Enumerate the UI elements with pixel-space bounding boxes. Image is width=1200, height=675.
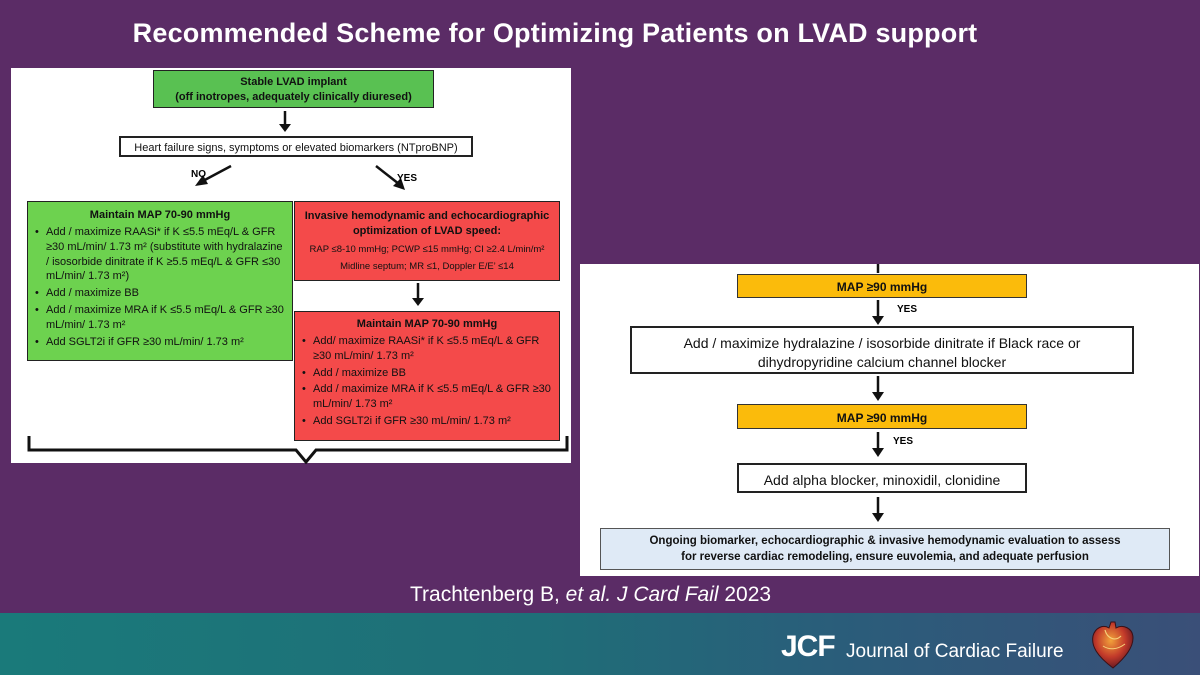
green-item-raasi: Add / maximize RAASi* if K ≤5.5 mEq/L & … <box>34 225 286 284</box>
red-map-heading: Maintain MAP 70-90 mmHg <box>356 318 498 330</box>
stable-lvad-subtitle: (off inotropes, adequately clinically di… <box>175 90 412 103</box>
green-map-box: Maintain MAP 70-90 mmHg Add / maximize R… <box>27 201 293 361</box>
stable-lvad-title: Stable LVAD implant <box>240 76 347 88</box>
bracket-icon <box>27 436 569 465</box>
map-90-box-1: MAP ≥90 mmHg <box>737 274 1027 298</box>
arrow-yes-icon <box>375 165 405 190</box>
red-item-sglt2i: Add SGLT2i if GFR ≥30 mL/min/ 1.73 m² <box>301 414 553 429</box>
map-90-box-2: MAP ≥90 mmHg <box>737 404 1027 429</box>
green-map-list: Add / maximize RAASi* if K ≤5.5 mEq/L & … <box>34 225 286 350</box>
red-opt-line-2: Midline septum; MR ≤1, Doppler E/E’ ≤14 <box>340 260 514 272</box>
citation: Trachtenberg B, et al. J Card Fail 2023 <box>410 583 771 607</box>
red-opt-heading-2: optimization of LVAD speed: <box>352 224 502 237</box>
stable-lvad-box: Stable LVAD implant (off inotropes, adeq… <box>153 70 434 108</box>
yes-label-2: YES <box>893 436 914 447</box>
slide-title: Recommended Scheme for Optimizing Patien… <box>132 18 978 48</box>
red-item-raasi: Add/ maximize RAASi* if K ≤5.5 mEq/L & G… <box>301 334 553 364</box>
connector-line-icon <box>876 264 880 273</box>
green-item-bb: Add / maximize BB <box>34 286 286 301</box>
green-item-sglt2i: Add SGLT2i if GFR ≥30 mL/min/ 1.73 m² <box>34 335 286 350</box>
heart-icon <box>1092 621 1134 669</box>
green-map-heading: Maintain MAP 70-90 mmHg <box>89 209 231 221</box>
green-item-mra: Add / maximize MRA if K ≤5.5 mEq/L & GFR… <box>34 303 286 333</box>
citation-authors: Trachtenberg B, <box>410 583 566 606</box>
arrow-down-icon <box>279 111 291 132</box>
alpha-blocker-box: Add alpha blocker, minoxidil, clonidine <box>737 463 1027 493</box>
arrow-down-icon <box>412 283 424 306</box>
no-label: NO <box>191 169 206 180</box>
jcf-logo: JCF <box>781 630 836 663</box>
ongoing-evaluation-box: Ongoing biomarker, echocardiographic & i… <box>600 528 1170 570</box>
red-optimization-box: Invasive hemodynamic and echocardiograph… <box>294 201 560 281</box>
arrow-down-icon <box>872 497 884 522</box>
citation-year: 2023 <box>718 583 772 606</box>
arrow-no-icon <box>195 164 232 186</box>
yes-label-1: YES <box>897 304 918 315</box>
red-opt-line-1: RAP ≤8-10 mmHg; PCWP ≤15 mmHg; CI ≥2.4 L… <box>309 243 545 255</box>
red-item-bb: Add / maximize BB <box>301 366 553 381</box>
left-flowchart-panel: Stable LVAD implant (off inotropes, adeq… <box>11 68 571 465</box>
right-flowchart-panel: MAP ≥90 mmHg YES Add / maximize hydralaz… <box>580 264 1199 576</box>
red-map-list: Add/ maximize RAASi* if K ≤5.5 mEq/L & G… <box>301 334 553 429</box>
hf-signs-box: Heart failure signs, symptoms or elevate… <box>119 136 473 157</box>
yes-label: YES <box>397 173 418 184</box>
citation-journal: et al. J Card Fail <box>565 583 719 606</box>
journal-name: Journal of Cardiac Failure <box>846 641 1064 662</box>
red-opt-heading-1: Invasive hemodynamic and echocardiograph… <box>304 210 550 222</box>
red-map-box: Maintain MAP 70-90 mmHg Add/ maximize RA… <box>294 311 560 441</box>
arrow-down-icon <box>872 432 884 457</box>
arrow-down-icon <box>872 300 884 325</box>
hydralazine-box: Add / maximize hydralazine / isosorbide … <box>630 326 1134 374</box>
footer-bar <box>0 613 1200 675</box>
red-item-mra: Add / maximize MRA if K ≤5.5 mEq/L & GFR… <box>301 382 553 412</box>
arrow-down-icon <box>872 376 884 401</box>
